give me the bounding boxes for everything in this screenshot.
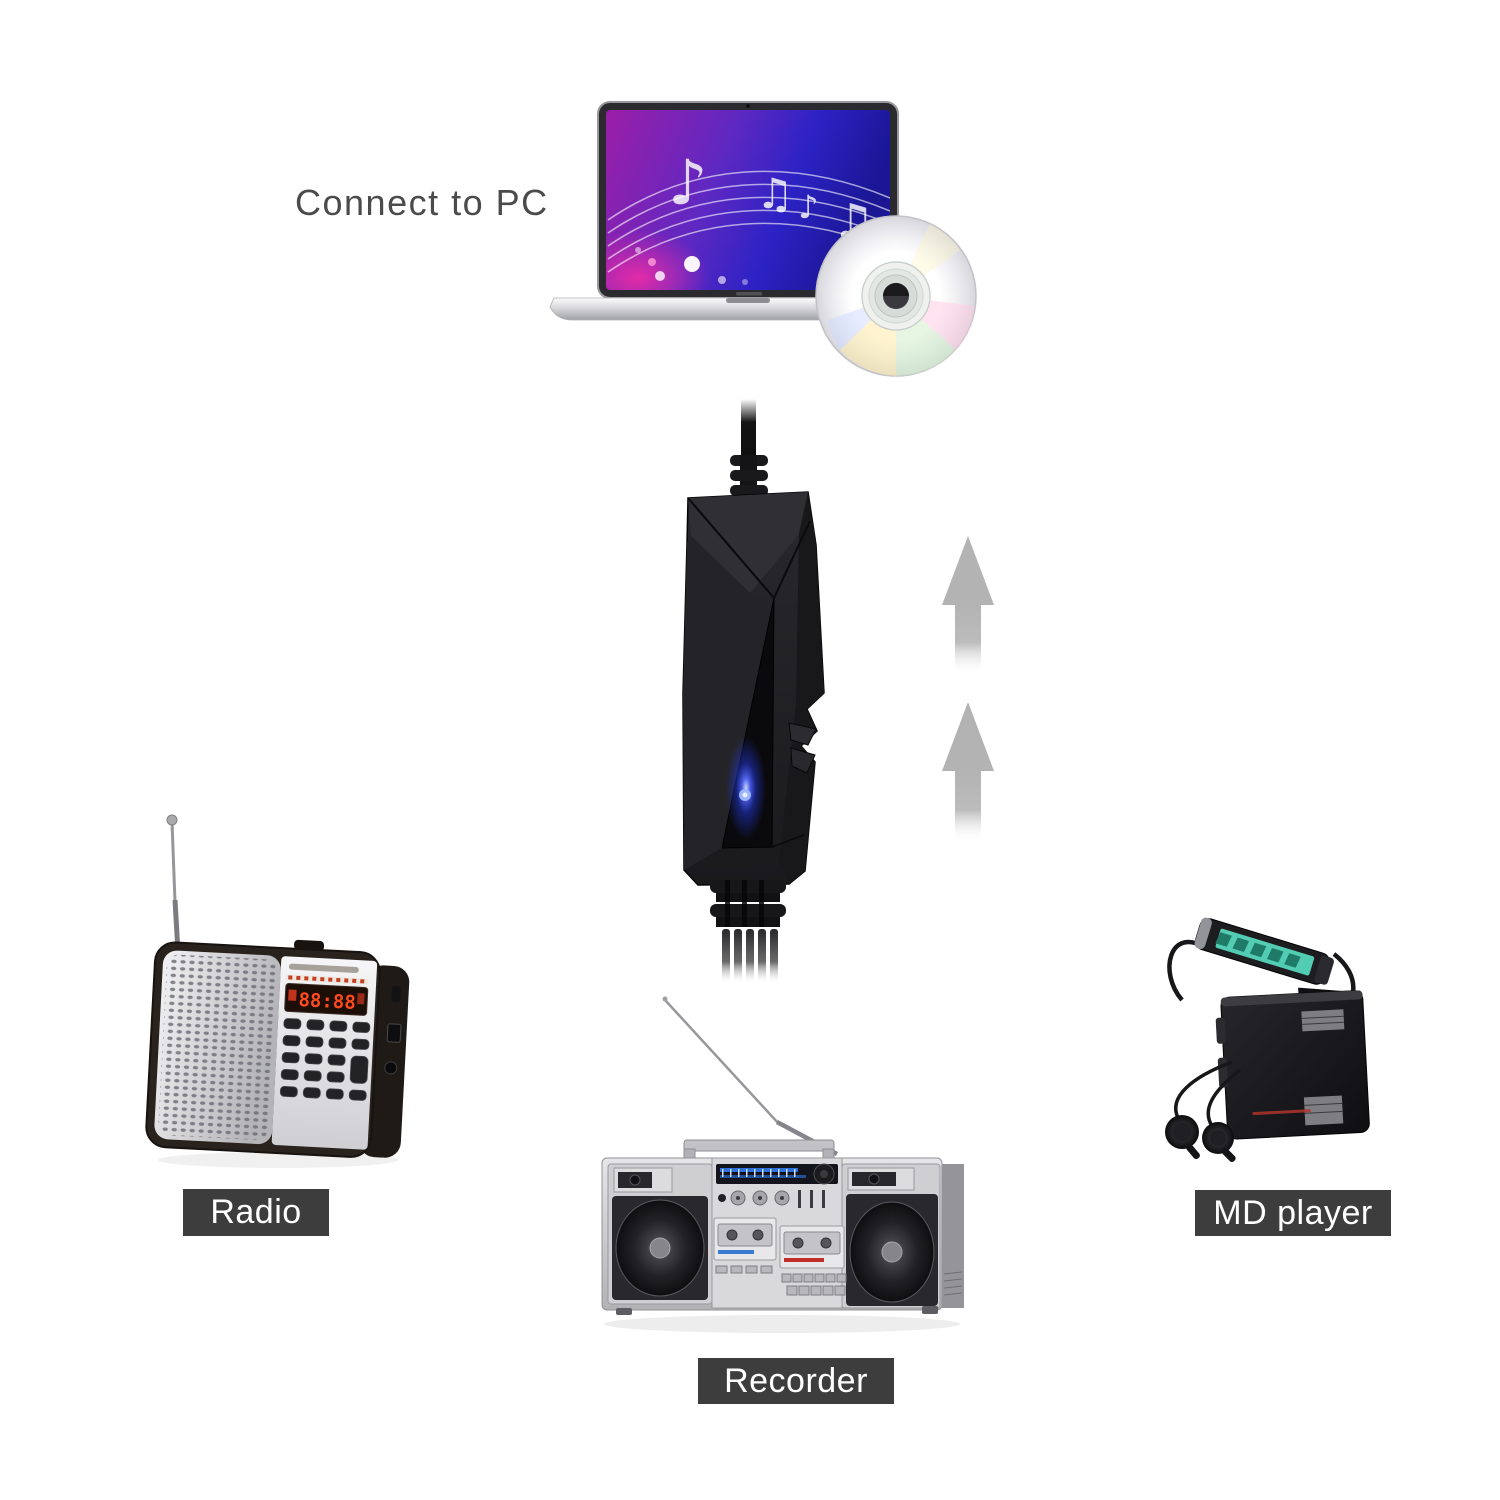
bokeh-dots — [635, 247, 748, 285]
ribbon-cable-bottom — [722, 929, 778, 984]
md-label-patches — [1252, 1009, 1345, 1126]
boombox-handle — [683, 1139, 835, 1164]
recorder-label: Recorder — [698, 1358, 894, 1404]
up-arrows — [942, 536, 994, 843]
radio-control-panel: 88:88 — [271, 956, 378, 1150]
webcam-dot — [746, 104, 750, 108]
svg-text:♪: ♪ — [798, 188, 818, 226]
radio-illustration: 88:88 — [145, 814, 410, 1168]
radio-display-digits: 88:88 — [298, 989, 356, 1014]
boombox-left-speaker — [607, 1163, 713, 1305]
radio-side-ports — [384, 986, 402, 1075]
laptop-illustration: ♪ ♫ ♪ ♫ — [549, 101, 907, 321]
boombox-knobs — [718, 1190, 825, 1208]
laptop-screen: ♪ ♫ ♪ ♫ — [597, 101, 899, 299]
usb-cable-top — [730, 399, 768, 497]
cassette-deck-left — [713, 1217, 777, 1261]
radio-antenna — [166, 814, 181, 953]
usb-adapter-illustration — [682, 399, 825, 984]
up-arrow-icon — [942, 702, 994, 843]
deck-buttons — [715, 1265, 847, 1296]
blue-led-glow — [726, 736, 766, 840]
earbud-cables — [1174, 1060, 1242, 1127]
md-player-illustration — [1165, 917, 1370, 1162]
boombox-illustration — [601, 996, 964, 1333]
music-notes: ♪ ♫ ♪ ♫ — [668, 146, 875, 250]
radio-label: Radio — [183, 1189, 329, 1236]
cd-disc-illustration — [815, 215, 977, 377]
radio-display: 88:88 — [284, 982, 369, 1016]
radio-body: 88:88 — [145, 939, 410, 1158]
cassette-deck-right — [779, 1225, 845, 1269]
boombox-tuner-display — [716, 1163, 838, 1185]
boombox-center-panel — [711, 1157, 847, 1309]
up-arrow-icon — [942, 536, 994, 675]
svg-text:♫: ♫ — [756, 169, 794, 218]
adapter-body — [682, 491, 825, 886]
boombox-right-speaker — [841, 1163, 941, 1309]
boombox-antenna — [662, 996, 839, 1156]
strain-relief-bottom — [710, 880, 786, 927]
md-player-label: MD player — [1195, 1190, 1391, 1236]
md-player-body — [1215, 987, 1370, 1140]
inline-remote — [1194, 917, 1334, 985]
radio-button-grid — [279, 1018, 371, 1101]
svg-text:♪: ♪ — [668, 146, 708, 219]
earbuds — [1165, 1115, 1236, 1162]
radio-speaker-grille — [154, 950, 281, 1145]
connect-to-pc-label: Connect to PC — [295, 182, 549, 223]
